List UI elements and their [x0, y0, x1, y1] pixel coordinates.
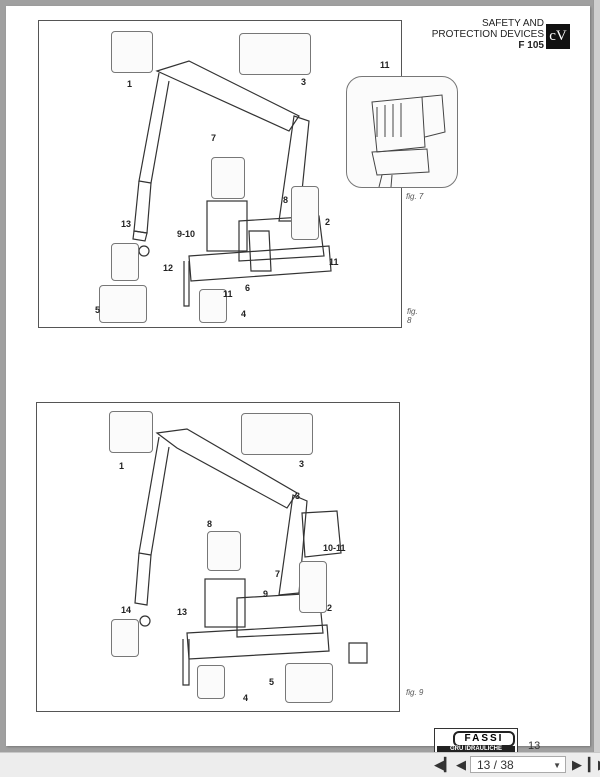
callout-number: 9-10 — [177, 229, 196, 239]
figure-9-frame: 1 3 3 8 10-11 7 9 2 14 13 5 4 — [36, 402, 400, 712]
callout-number: 3 — [295, 491, 301, 501]
callout-number: 6 — [245, 283, 251, 293]
callout-number: 1 — [119, 461, 125, 471]
callout-number: 2 — [325, 217, 331, 227]
callout-number: 5 — [269, 677, 275, 687]
header-title-line2: PROTECTION DEVICES — [431, 29, 544, 40]
first-page-button[interactable]: ◀▎ — [434, 757, 454, 773]
page-navigation-toolbar: ◀▎ ◀ 13 / 38 ▼ ▶ ▎▶ — [0, 752, 600, 777]
inset-callout-number: 11 — [380, 60, 390, 70]
figure-7-label: fig. 7 — [406, 192, 424, 201]
last-page-icon: ▎▶ — [588, 757, 600, 772]
callout-number: 8 — [283, 195, 289, 205]
callout-number: 7 — [275, 569, 281, 579]
figure-8-frame: 1 3 7 8 2 13 9-10 11 12 6 11 5 4 fig. 8 — [38, 20, 418, 328]
callout-number: 11 — [329, 257, 339, 267]
callout-number: 12 — [163, 263, 174, 273]
callout-number: 11 — [223, 289, 233, 299]
callout-5 — [285, 663, 333, 703]
next-page-icon: ▶ — [572, 757, 582, 772]
callout-number: 14 — [121, 605, 132, 615]
callout-5 — [99, 285, 147, 323]
prev-page-icon: ◀ — [456, 757, 466, 772]
callout-number: 7 — [211, 133, 217, 143]
first-page-icon: ◀▎ — [434, 757, 454, 772]
callout-number: 9 — [263, 589, 269, 599]
callout-4 — [199, 289, 227, 323]
pdf-page: SAFETY AND PROTECTION DEVICES F 105 cV — [6, 6, 590, 754]
callout-number: 5 — [95, 305, 101, 315]
callout-3 — [241, 413, 313, 455]
page-number: 13 — [528, 740, 541, 752]
header-title-line1: SAFETY AND — [481, 18, 544, 29]
operator-seat-illustration — [371, 94, 446, 187]
page-indicator: 13 / 38 — [477, 758, 514, 772]
callout-number: 8 — [207, 519, 213, 529]
last-page-button[interactable]: ▎▶ — [588, 757, 600, 773]
callout-number: 3 — [299, 459, 305, 469]
callout-8 — [207, 531, 241, 571]
callout-7 — [211, 157, 245, 199]
fassi-logo: FASSI GRU IDRAULICHE — [434, 728, 518, 754]
callout-1 — [111, 31, 153, 73]
header-model: F 105 — [518, 40, 544, 51]
callout-1 — [109, 411, 153, 453]
callout-number: 2 — [327, 603, 333, 613]
callout-2 — [299, 561, 327, 613]
callout-number: 13 — [121, 219, 132, 229]
logo-brand: FASSI — [453, 731, 515, 747]
logo-subtitle: GRU IDRAULICHE — [437, 746, 515, 753]
document-viewport: SAFETY AND PROTECTION DEVICES F 105 cV — [0, 0, 600, 754]
callout-number: 4 — [241, 309, 247, 319]
figure-8-label: fig. 8 — [407, 307, 418, 325]
callout-14 — [111, 619, 139, 657]
callout-number: 1 — [127, 79, 133, 89]
next-page-button[interactable]: ▶ — [572, 757, 582, 773]
callout-4 — [197, 665, 225, 699]
prev-page-button[interactable]: ◀ — [456, 757, 466, 773]
figure-9-label: fig. 9 — [406, 688, 424, 697]
callout-number: 4 — [243, 693, 249, 703]
figure-7-inset — [346, 76, 458, 188]
callout-number: 3 — [301, 77, 307, 87]
callout-number: 13 — [177, 607, 188, 617]
callout-13 — [111, 243, 139, 281]
callout-number: 10-11 — [323, 543, 346, 553]
page-selector[interactable]: 13 / 38 ▼ — [470, 756, 566, 773]
chevron-down-icon: ▼ — [553, 761, 561, 770]
vertical-scrollbar[interactable] — [593, 0, 600, 752]
section-badge: cV — [546, 24, 570, 49]
page-header: SAFETY AND PROTECTION DEVICES F 105 — [432, 18, 544, 51]
callout-3 — [239, 33, 311, 75]
callout-2 — [291, 186, 319, 240]
